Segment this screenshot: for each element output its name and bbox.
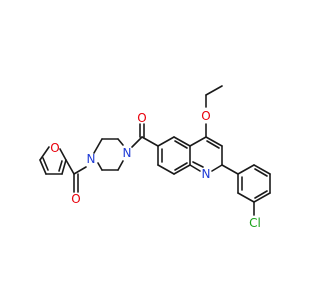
bond xyxy=(42,157,49,171)
molecule-canvas: O O N N O O N Cl xyxy=(39,85,271,230)
chlorine-label: Cl xyxy=(249,216,261,230)
bond xyxy=(173,136,191,147)
bond xyxy=(189,164,201,172)
bond xyxy=(157,136,175,147)
bond xyxy=(39,159,47,175)
bond xyxy=(237,192,255,203)
bond xyxy=(221,164,239,175)
bond xyxy=(61,159,67,175)
quinoline-nitrogen-label: N xyxy=(202,167,211,181)
quinoline-carbonyl-oxygen-label: O xyxy=(137,111,146,125)
piperazine-nitrogen-right-label: N xyxy=(123,146,132,160)
furan-carbonyl-oxygen-label: O xyxy=(71,192,80,206)
bond xyxy=(174,140,188,149)
bond xyxy=(211,164,223,172)
bond xyxy=(205,85,223,96)
bond xyxy=(97,162,103,171)
ethoxy-oxygen-label: O xyxy=(201,109,210,123)
bond xyxy=(131,136,143,148)
bond xyxy=(58,160,63,172)
bond xyxy=(237,164,255,175)
bond xyxy=(253,164,271,175)
bond xyxy=(73,166,87,175)
bond xyxy=(254,190,268,199)
bond xyxy=(117,160,124,171)
bond xyxy=(173,164,191,175)
bond xyxy=(39,146,50,161)
piperazine-nitrogen-left-label: N xyxy=(87,152,96,166)
bond xyxy=(59,148,67,161)
bond xyxy=(174,162,188,171)
bond xyxy=(93,138,103,154)
bond xyxy=(205,136,223,147)
furan-oxygen-label: O xyxy=(50,141,59,155)
bond xyxy=(141,136,159,147)
bond xyxy=(117,138,124,146)
bond xyxy=(65,159,75,175)
bond xyxy=(189,136,207,147)
bond xyxy=(157,164,175,175)
bond xyxy=(253,192,271,203)
bond xyxy=(206,140,220,149)
atom-labels: O O N N O O N Cl xyxy=(50,109,261,230)
bond xyxy=(254,168,268,177)
bonds xyxy=(39,85,271,216)
bond xyxy=(192,161,204,168)
molecule-structure: O O N N O O N Cl xyxy=(39,85,271,230)
